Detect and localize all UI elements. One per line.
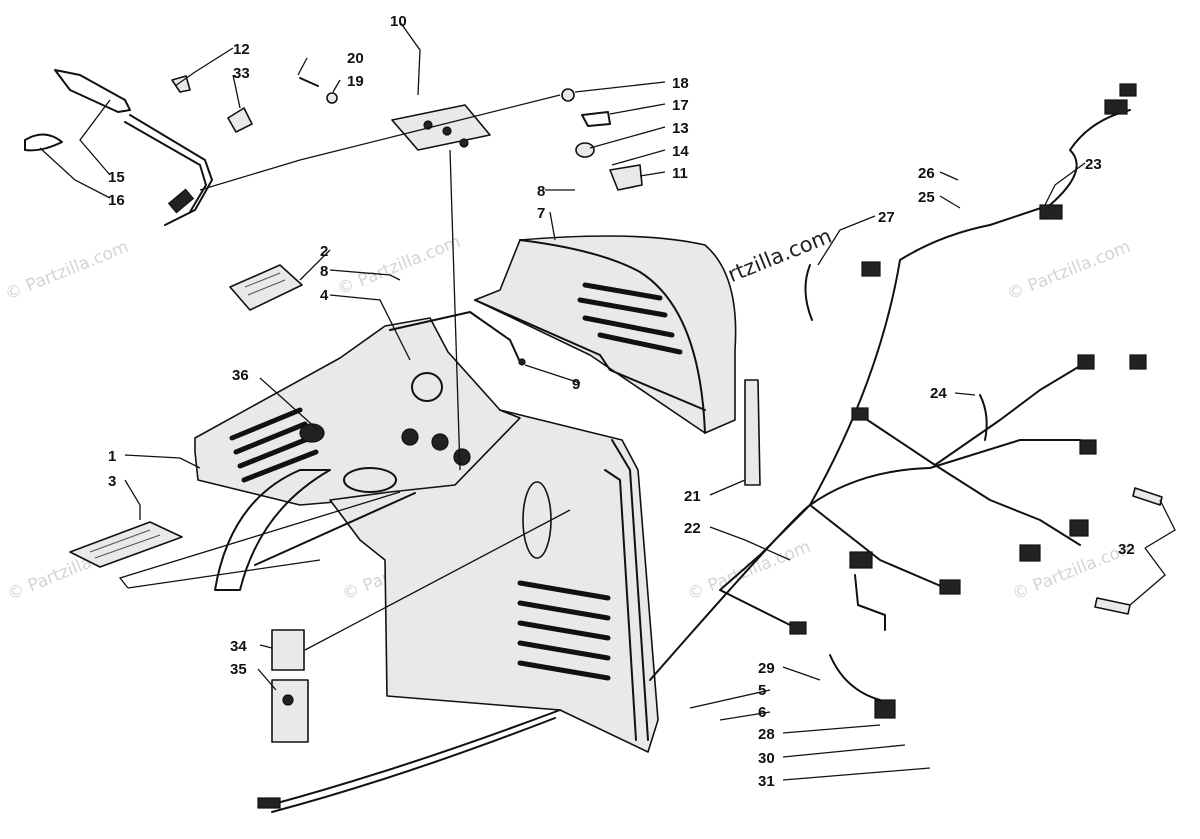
callout-16: 16 xyxy=(108,192,125,209)
callout-29: 29 xyxy=(758,660,775,677)
callout-2: 2 xyxy=(320,243,328,260)
callout-30: 30 xyxy=(758,750,775,767)
watermark: © Partzilla.com xyxy=(684,537,813,605)
instrument-assembly xyxy=(24,69,643,226)
callout-19: 19 xyxy=(347,73,364,90)
wiring-harness xyxy=(257,83,1163,813)
console-housing xyxy=(194,311,659,753)
left-louvres xyxy=(229,407,319,483)
callout-32: 32 xyxy=(1118,541,1135,558)
callout-33: 33 xyxy=(233,65,250,82)
callout-26: 26 xyxy=(918,165,935,182)
callout-10: 10 xyxy=(390,13,407,30)
callout-25: 25 xyxy=(918,189,935,206)
callout-22: 22 xyxy=(684,520,701,537)
watermark: © Partzilla.com xyxy=(334,232,463,300)
callout-12: 12 xyxy=(233,41,250,58)
leader-lines xyxy=(39,21,1176,781)
callout-9: 9 xyxy=(572,376,580,393)
callout-15: 15 xyxy=(108,169,125,186)
callout-1: 1 xyxy=(108,448,116,465)
callout-36: 36 xyxy=(232,367,249,384)
callout-7: 7 xyxy=(537,205,545,222)
callout-8-lower: 8 xyxy=(320,263,328,280)
callout-4: 4 xyxy=(320,287,329,304)
callout-23: 23 xyxy=(1085,156,1102,173)
callout-31: 31 xyxy=(758,773,775,790)
decals xyxy=(69,264,309,743)
callout-14: 14 xyxy=(672,143,689,160)
callout-34: 34 xyxy=(230,638,247,655)
callout-11: 11 xyxy=(672,165,688,182)
callout-28: 28 xyxy=(758,726,775,743)
callout-20: 20 xyxy=(347,50,364,67)
hood-panel xyxy=(474,235,737,434)
callout-18: 18 xyxy=(672,75,689,92)
callout-labels: 1 2 3 4 5 6 7 8 8 9 10 11 12 13 14 15 16… xyxy=(108,13,1135,790)
bracket-21 xyxy=(744,379,761,486)
watermark: © Partzilla.com xyxy=(2,237,131,305)
callout-6: 6 xyxy=(758,704,766,721)
front-grille xyxy=(517,580,611,681)
watermark: © Partzilla.com xyxy=(1004,237,1133,305)
callout-17: 17 xyxy=(672,97,689,114)
callout-35: 35 xyxy=(230,661,247,678)
callout-8: 8 xyxy=(537,183,545,200)
hood-vents xyxy=(577,282,683,355)
callout-27: 27 xyxy=(878,209,895,226)
callout-5: 5 xyxy=(758,682,766,699)
callout-13: 13 xyxy=(672,120,689,137)
callout-3: 3 xyxy=(108,473,116,490)
callout-21: 21 xyxy=(684,488,701,505)
callout-24: 24 xyxy=(930,385,947,402)
